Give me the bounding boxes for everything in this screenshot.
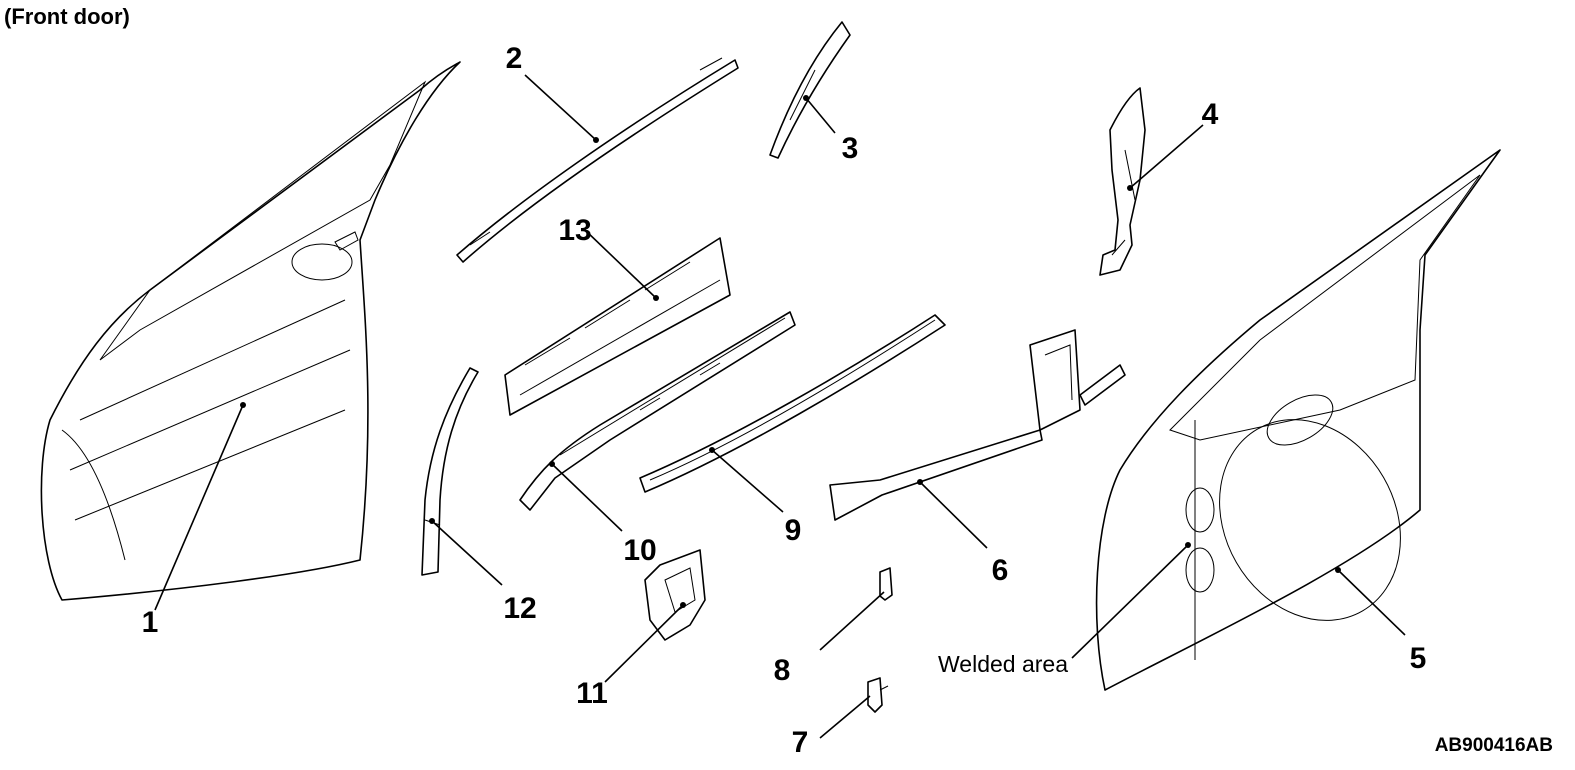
callout-9: 9 (785, 514, 802, 547)
leader-lines (154, 74, 1406, 739)
callout-10: 10 (623, 534, 656, 567)
callout-11: 11 (576, 677, 608, 710)
callout-13: 13 (558, 214, 591, 247)
part-9-waist-rail (639, 314, 946, 493)
callout-6: 6 (992, 554, 1009, 587)
callout-labels: 1 2 3 4 5 6 7 8 9 10 11 12 13 Welded are… (142, 42, 1427, 759)
callout-1: 1 (142, 606, 159, 639)
part-3-sash-piece (769, 21, 851, 159)
part-2-upper-frame-rail (456, 57, 739, 263)
part-7-bracket (867, 677, 889, 713)
welded-area-label: Welded area (938, 651, 1068, 677)
callout-7: 7 (792, 726, 809, 759)
callout-2: 2 (506, 42, 523, 75)
callout-3: 3 (842, 132, 859, 165)
callout-5: 5 (1410, 642, 1427, 675)
part-13-window-reinforcement (504, 237, 731, 416)
reference-code: AB900416AB (1434, 735, 1553, 756)
section-title: (Front door) (4, 4, 130, 29)
part-8-bracket (879, 567, 893, 601)
part-12-front-sash (421, 367, 479, 576)
part-11-lower-bracket (644, 549, 706, 641)
part-10-belt-reinforcement (519, 311, 796, 511)
part-4-hinge-reinforcement (1099, 87, 1146, 276)
part-5-inner-door-panel (1095, 149, 1501, 691)
callout-8: 8 (774, 654, 791, 687)
part-1-outer-door-panel (40, 61, 461, 601)
callout-12: 12 (503, 592, 536, 625)
callout-4: 4 (1202, 98, 1219, 131)
part-6-impact-beam (829, 329, 1126, 521)
